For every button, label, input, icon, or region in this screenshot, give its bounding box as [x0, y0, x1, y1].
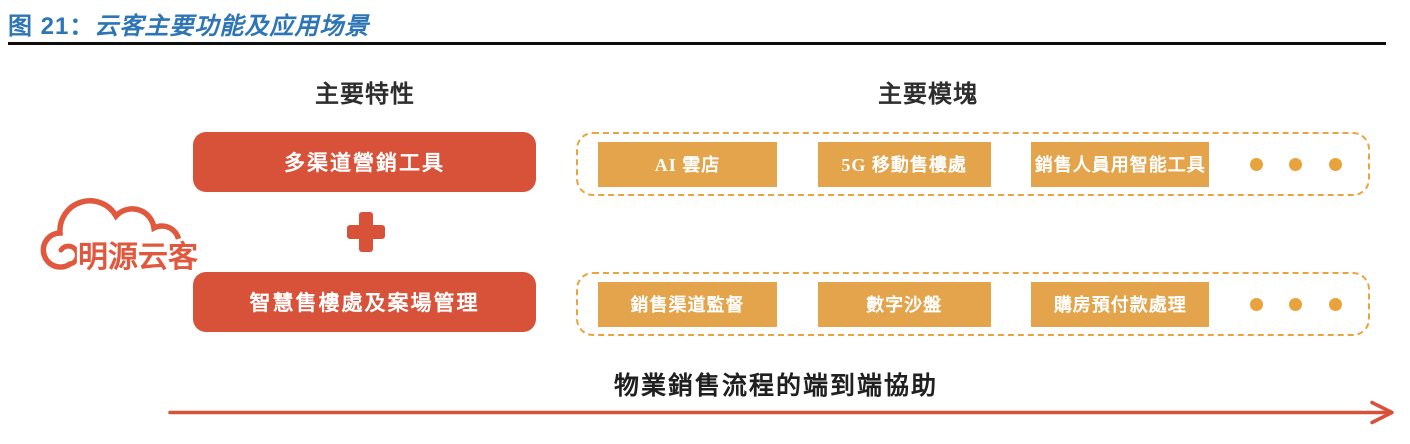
dot-icon — [1328, 297, 1342, 311]
module-chip-channel-supervision: 銷售渠道監督 — [598, 281, 777, 327]
dot-icon — [1249, 157, 1263, 171]
ellipsis-icon — [1249, 297, 1342, 311]
figure-title-text: 云客主要功能及应用场景 — [94, 14, 370, 40]
modules-group-row1: AI 雲店 5G 移動售樓處 銷售人員用智能工具 — [576, 132, 1370, 196]
modules-column-header: 主要模塊 — [878, 81, 978, 108]
mingyuan-yunke-logo: 明源云客 — [24, 196, 204, 278]
features-column-header: 主要特性 — [315, 81, 415, 108]
dot-icon — [1328, 157, 1342, 171]
cloud-logo-icon: 明源云客 — [40, 198, 201, 277]
plus-icon — [347, 212, 385, 252]
module-chip-digital-sandbox: 數字沙盤 — [817, 281, 991, 327]
figure-number: 图 21： — [8, 13, 95, 40]
module-chip-sales-smart-tools: 銷售人員用智能工具 — [1031, 141, 1210, 187]
figure-title: 图 21：云客主要功能及应用场景 — [8, 6, 369, 41]
cloud-outline — [40, 198, 182, 270]
arrow-head — [1370, 400, 1394, 425]
title-divider — [8, 42, 1386, 45]
feature-box-smart-sales: 智慧售樓處及案場管理 — [193, 272, 536, 332]
process-caption: 物業銷售流程的端到端協助 — [613, 372, 938, 400]
ellipsis-icon — [1249, 157, 1342, 171]
process-arrow — [168, 400, 1394, 425]
module-chip-5g-sales-office: 5G 移動售樓處 — [817, 141, 991, 187]
cloud-swirl — [58, 243, 80, 267]
module-chip-prepayment-processing: 購房預付款處理 — [1031, 281, 1210, 327]
modules-group-row2: 銷售渠道監督 數字沙盤 購房預付款處理 — [576, 272, 1370, 336]
logo-wordmark: 明源云客 — [78, 240, 198, 274]
dot-icon — [1249, 297, 1263, 311]
feature-box-multichannel: 多渠道營銷工具 — [193, 132, 536, 192]
dot-icon — [1289, 157, 1303, 171]
dot-icon — [1289, 297, 1303, 311]
module-chip-ai-cloud-store: AI 雲店 — [598, 141, 777, 187]
